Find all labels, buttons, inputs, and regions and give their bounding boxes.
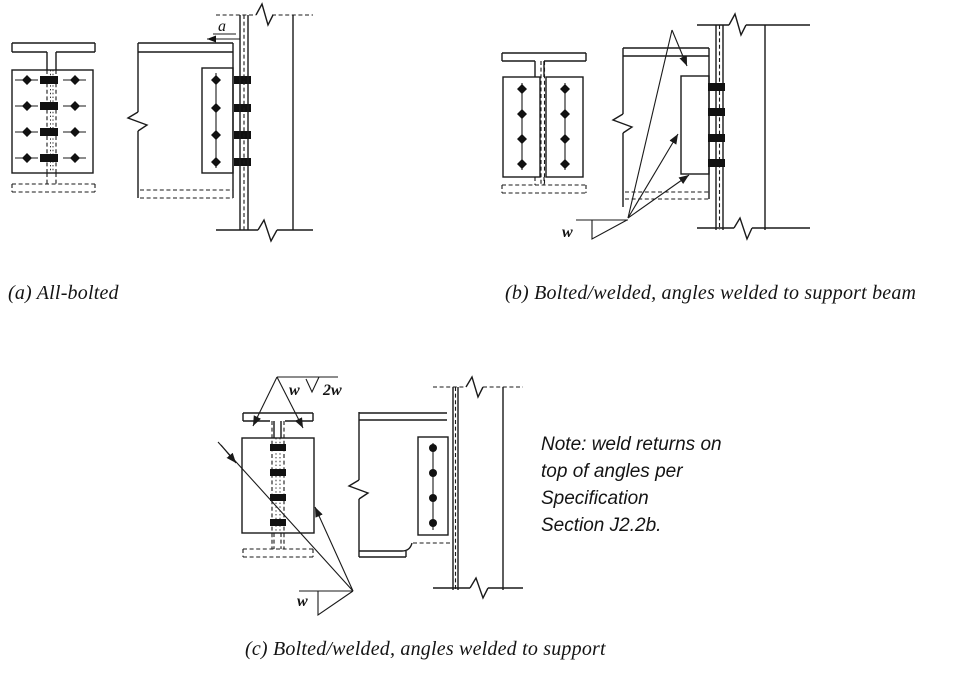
- dimension-a-label: a: [218, 18, 226, 35]
- bolt-heads: [517, 84, 570, 169]
- figure-a-end-view: [11, 42, 96, 193]
- weld-return-label: 2w: [322, 382, 342, 399]
- weld-size-label: w: [289, 382, 300, 399]
- bolt-heads: [429, 444, 437, 527]
- note-line-4: Section J2.2b.: [541, 515, 662, 536]
- note-line-1: Note: weld returns on: [541, 434, 722, 455]
- figure-b-side-view: [611, 12, 810, 241]
- figure-c-side-view: [347, 375, 523, 600]
- bolts-at-support: [708, 83, 725, 167]
- figure-b-weld-symbol: w: [562, 29, 690, 241]
- note-line-2: top of angles per: [541, 461, 683, 482]
- web-bolts: [270, 444, 286, 526]
- weld-size-label: w: [562, 224, 573, 241]
- bolt-heads: [22, 75, 80, 163]
- figure-a-caption: (a) All-bolted: [8, 282, 119, 304]
- bolt-heads: [211, 75, 251, 167]
- weld-size-label: w: [297, 593, 308, 610]
- note-line-3: Specification: [541, 488, 649, 509]
- figure-a-dimension: a: [207, 18, 240, 43]
- figure-a-side-view: [126, 2, 313, 243]
- weld-return-note: Note: weld returns on top of angles per …: [541, 431, 722, 539]
- figure-b-end-view: [501, 52, 587, 194]
- figure-c-top-weld-symbol: w 2w: [252, 376, 342, 429]
- figure-c-caption: (c) Bolted/welded, angles welded to supp…: [245, 638, 606, 660]
- figure-b-caption: (b) Bolted/welded, angles welded to supp…: [505, 282, 917, 304]
- figure-c-bottom-weld-symbol: w: [217, 441, 354, 617]
